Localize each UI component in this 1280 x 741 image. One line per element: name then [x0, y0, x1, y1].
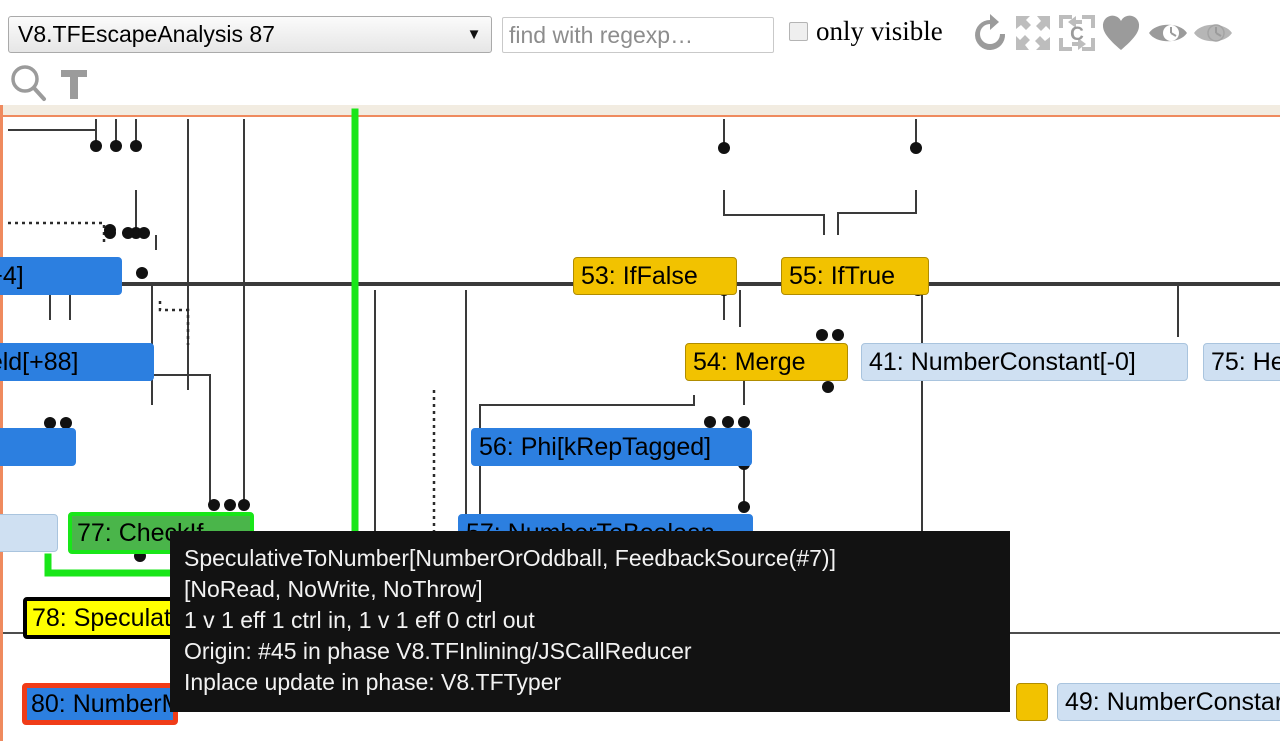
text-icon[interactable] — [53, 62, 95, 102]
fit-collapse-icon[interactable]: C — [1056, 12, 1098, 54]
node-tooltip: SpeculativeToNumber[NumberOrOddball, Fee… — [170, 531, 1010, 712]
search-icon[interactable] — [8, 62, 50, 102]
graph-node[interactable] — [1016, 683, 1048, 721]
graph-node-56[interactable]: 56: Phi[kRepTagged] — [471, 428, 752, 466]
only-visible-label: only visible — [816, 16, 943, 46]
tooltip-line: 1 v 1 eff 1 ctrl in, 1 v 1 eff 0 ctrl ou… — [184, 607, 535, 633]
tooltip-line: SpeculativeToNumber[NumberOrOddball, Fee… — [184, 545, 836, 571]
graph-node-55[interactable]: 55: IfTrue — [781, 257, 929, 295]
chevron-down-icon: ▼ — [466, 26, 482, 43]
graph-node-54[interactable]: 54: Merge — [685, 343, 848, 381]
graph-node[interactable]: eld[+4] — [0, 257, 122, 295]
eye-visible-icon[interactable] — [1147, 12, 1189, 54]
tooltip-line: Inplace update in phase: V8.TFTyper — [184, 669, 562, 695]
graph-node[interactable] — [0, 514, 58, 552]
graph-top-band — [0, 105, 1280, 115]
only-visible-control[interactable]: only visible — [789, 18, 943, 45]
phase-select-value: V8.TFEscapeAnalysis 87 — [18, 21, 275, 47]
search-input[interactable] — [502, 17, 774, 53]
graph-node-41[interactable]: 41: NumberConstant[-0] — [861, 343, 1188, 381]
heart-icon[interactable] — [1100, 12, 1142, 54]
refresh-icon[interactable] — [969, 12, 1011, 54]
phase-select[interactable]: V8.TFEscapeAnalysis 87 ▼ — [8, 16, 492, 53]
graph-node-80[interactable]: 80: NumberM — [22, 683, 182, 725]
tooltip-line: Origin: #45 in phase V8.TFInlining/JSCal… — [184, 638, 692, 664]
graph-node-49[interactable]: 49: NumberConstar — [1057, 683, 1280, 721]
expand-all-icon[interactable] — [1012, 12, 1054, 54]
toolbar: V8.TFEscapeAnalysis 87 ▼ only visible — [0, 0, 1280, 105]
graph-top-rule — [0, 115, 1280, 117]
graph-left-rule — [0, 105, 3, 741]
tooltip-line: [NoRead, NoWrite, NoThrow] — [184, 576, 483, 602]
graph-node-75[interactable]: 75: He — [1203, 343, 1280, 381]
svg-text:C: C — [1070, 24, 1084, 45]
graph-node[interactable]: Field[+88] — [0, 343, 154, 381]
graph-node-53[interactable]: 53: IfFalse — [573, 257, 737, 295]
only-visible-checkbox[interactable] — [789, 22, 808, 41]
graph-node[interactable]: ual — [0, 428, 76, 466]
eye-hidden-icon[interactable] — [1192, 12, 1234, 54]
